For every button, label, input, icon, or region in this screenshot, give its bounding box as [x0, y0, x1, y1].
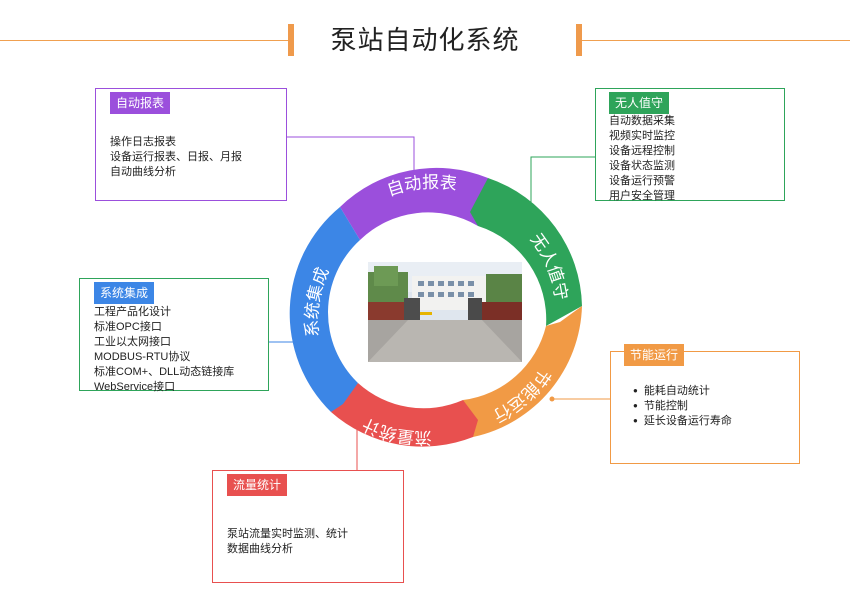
card-flow: 流量统计 泵站流量实时监测、统计 数据曲线分析 [212, 470, 404, 583]
title-mark-left [288, 24, 294, 56]
list-item: 工业以太网接口 [94, 336, 171, 348]
list-item: 操作日志报表 [110, 136, 176, 148]
ring-segments [289, 167, 582, 447]
card-unattended-tag: 无人值守 [609, 92, 670, 114]
list-item: 泵站流量实时监测、统计 [227, 528, 348, 540]
segment-report [340, 167, 488, 240]
list-item: 自动数据采集 [609, 115, 675, 127]
card-energy: 节能运行 能耗自动统计 节能控制 延长设备运行寿命 [610, 344, 800, 464]
card-unattended: 无人值守 自动数据采集 视频实时监控 设备远程控制 设备状态监测 设备运行预警 … [595, 88, 785, 204]
list-item: 延长设备运行寿命 [633, 414, 732, 429]
segment-flow [331, 383, 478, 447]
title-mark-right [576, 24, 582, 56]
list-item: 节能控制 [633, 399, 732, 414]
card-report: 自动报表 操作日志报表 设备运行报表、日报、月报 自动曲线分析 [95, 88, 287, 201]
page-title: 泵站自动化系统 [330, 25, 520, 55]
connector-unattended [530, 156, 596, 207]
title-rule-right [582, 40, 850, 41]
card-unattended-items: 自动数据采集 视频实时监控 设备远程控制 设备状态监测 设备运行预警 用户安全管… [609, 114, 675, 204]
card-report-tag: 自动报表 [110, 92, 171, 114]
card-integration: 系统集成 工程产品化设计 标准OPC接口 工业以太网接口 MODBUS-RTU协… [79, 278, 269, 393]
card-integration-tag: 系统集成 [94, 282, 155, 304]
list-item: 设备运行报表、日报、月报 [110, 151, 242, 163]
pump-station-photo [368, 262, 522, 362]
list-item: 用户安全管理 [609, 190, 675, 202]
list-item: MODBUS-RTU协议 [94, 351, 191, 363]
list-item: 视频实时监控 [609, 130, 675, 142]
list-item: 标准OPC接口 [94, 321, 162, 333]
list-item: WebService接口 [94, 381, 176, 393]
list-item: 设备远程控制 [609, 145, 675, 157]
card-integration-items: 工程产品化设计 标准OPC接口 工业以太网接口 MODBUS-RTU协议 标准C… [94, 305, 234, 395]
list-item: 设备状态监测 [609, 160, 675, 172]
card-energy-tag: 节能运行 [624, 344, 685, 366]
list-item: 数据曲线分析 [227, 543, 293, 555]
list-item: 能耗自动统计 [633, 384, 732, 399]
title-rule-left [0, 40, 290, 41]
segment-unattended [470, 178, 582, 326]
card-flow-tag: 流量统计 [227, 474, 288, 496]
card-flow-items: 泵站流量实时监测、统计 数据曲线分析 [227, 527, 348, 557]
list-item: 自动曲线分析 [110, 166, 176, 178]
segment-energy [463, 306, 582, 437]
card-report-items: 操作日志报表 设备运行报表、日报、月报 自动曲线分析 [110, 135, 242, 180]
card-energy-items: 能耗自动统计 节能控制 延长设备运行寿命 [633, 384, 732, 429]
list-item: 工程产品化设计 [94, 306, 171, 318]
segment-integration [289, 207, 360, 412]
list-item: 标准COM+、DLL动态链接库 [94, 366, 235, 378]
list-item: 设备运行预警 [609, 175, 675, 187]
